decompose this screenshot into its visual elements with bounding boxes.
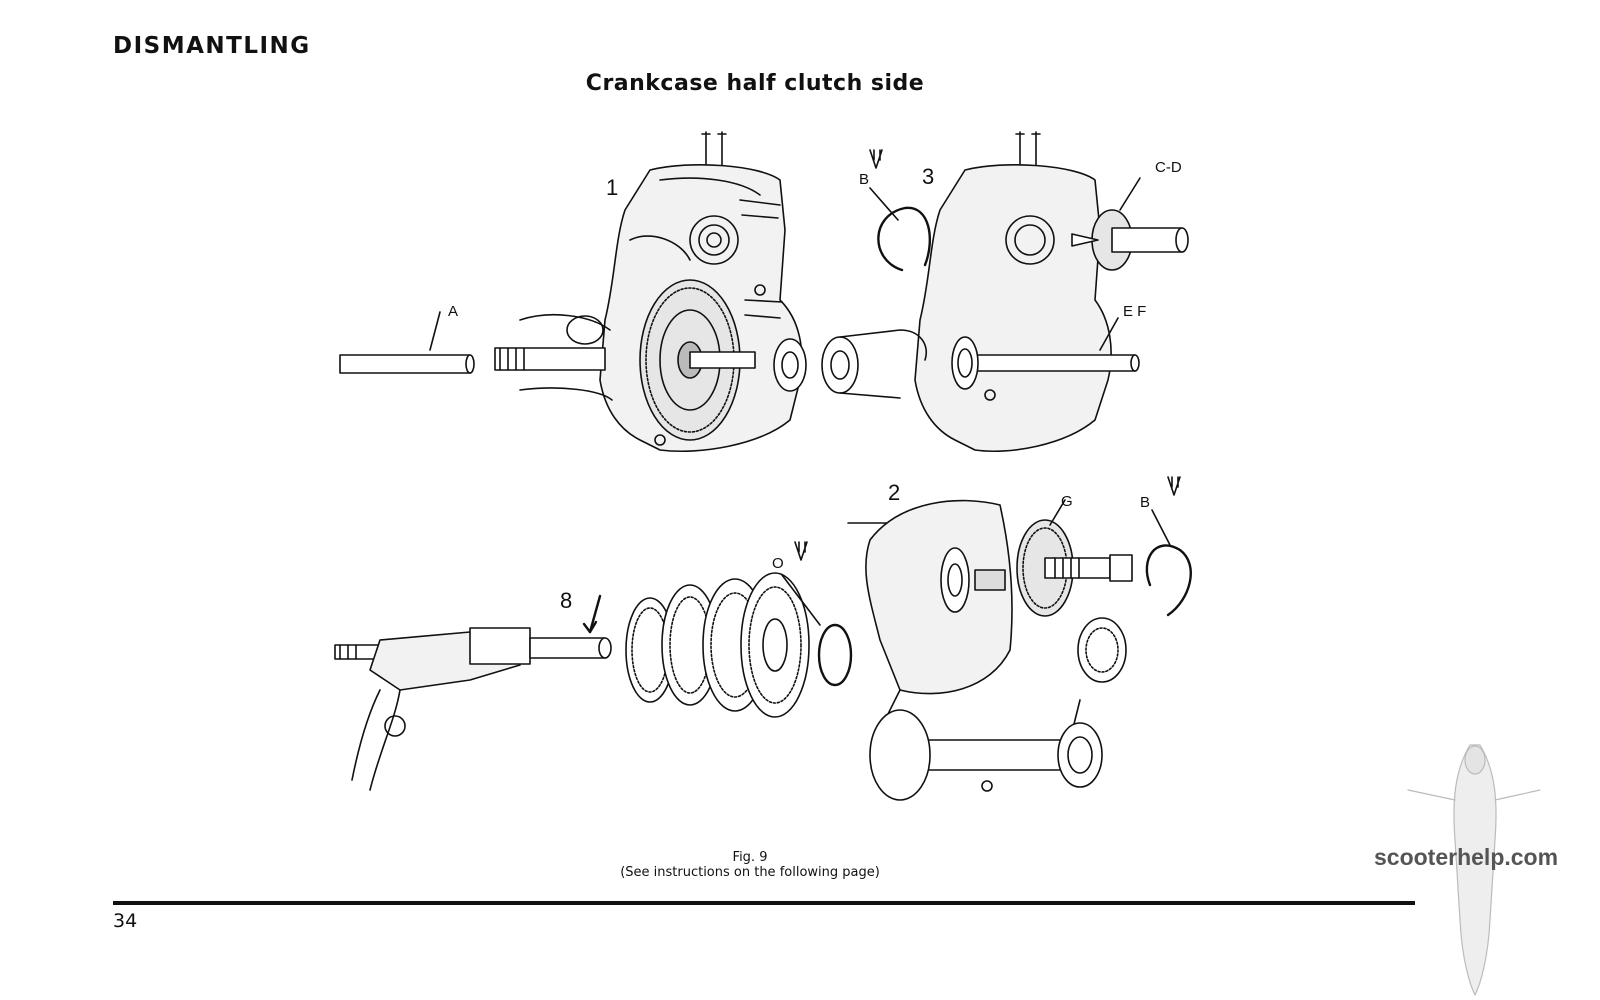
label-step-8: 8 xyxy=(560,588,572,613)
label-c-d: C-D xyxy=(1155,159,1182,176)
figure-caption-note: (See instructions on the following page) xyxy=(620,865,880,880)
diagram-1-crankcase xyxy=(494,131,807,453)
label-b-top: B xyxy=(859,171,869,188)
footer-rule xyxy=(113,901,1415,905)
label-e-f: E F xyxy=(1123,303,1146,320)
label-step-1: 1 xyxy=(606,175,618,200)
circlip-pliers-icon xyxy=(794,149,1181,561)
diagram-3-crankcase xyxy=(821,131,1189,453)
label-g: G xyxy=(1061,493,1073,510)
label-b-bottom: B xyxy=(1140,494,1150,511)
page-subtitle: Crankcase half clutch side xyxy=(585,71,925,96)
page-number: 34 xyxy=(113,910,138,932)
label-step-2: 2 xyxy=(888,480,900,505)
section-heading: DISMANTLING xyxy=(113,33,311,59)
figure-caption: Fig. 9 xyxy=(732,850,768,865)
label-step-3: 3 xyxy=(922,164,934,189)
diagram-2-crankcase xyxy=(847,499,1192,801)
watermark-text: scooterhelp.com xyxy=(1374,844,1559,870)
diagram-8-gearbox-shaft xyxy=(334,572,853,791)
tool-a-tube xyxy=(339,311,475,374)
label-o: O xyxy=(772,555,784,572)
scooter-watermark-image xyxy=(1407,744,1541,996)
label-a: A xyxy=(448,303,458,320)
